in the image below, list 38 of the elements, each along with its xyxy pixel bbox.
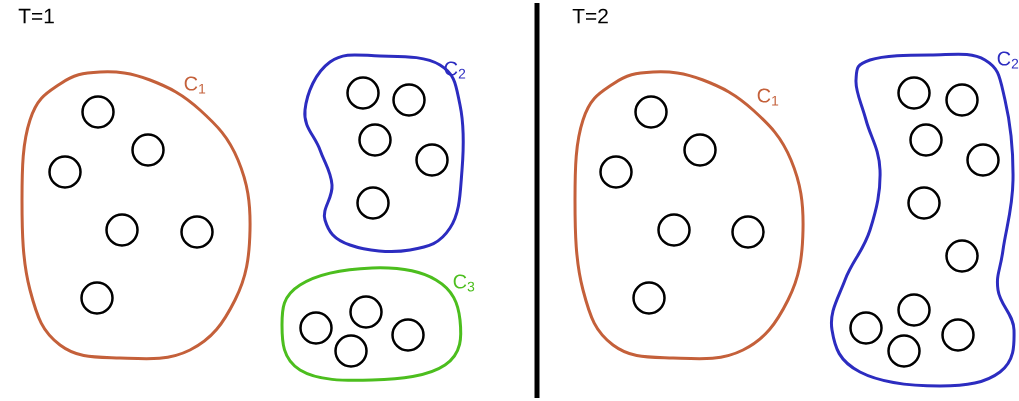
point-circle <box>966 143 1000 177</box>
point-circle <box>415 143 449 177</box>
point-circle <box>299 311 333 345</box>
time-label: T=1 <box>18 8 54 24</box>
point-circle <box>180 215 214 249</box>
time-label: T=2 <box>572 8 608 24</box>
point-circle <box>657 213 691 247</box>
cluster-outline: C$_{2}$ <box>829 51 1019 388</box>
point-circle <box>334 334 368 368</box>
cluster-outline: C$_{3}$ <box>280 266 475 382</box>
point-circle <box>131 133 165 167</box>
point-circle <box>683 133 717 167</box>
point-circle <box>634 95 668 129</box>
point-circle <box>945 239 979 273</box>
node-label: 3 <box>467 281 475 292</box>
point-circle <box>849 311 883 345</box>
point-circle <box>349 295 383 329</box>
point-circle <box>81 95 115 129</box>
point-circle <box>80 281 114 315</box>
point-circle <box>731 215 765 249</box>
point-circle <box>907 186 941 220</box>
point-circle <box>909 123 943 157</box>
point-circle <box>887 334 921 368</box>
point-circle <box>105 213 139 247</box>
point-circle <box>941 318 975 352</box>
cluster-outline: C$_{1}$ <box>20 70 252 361</box>
point-circle <box>346 76 380 110</box>
point-circle <box>358 123 392 157</box>
point-circle <box>48 155 82 189</box>
point-circle <box>897 76 931 110</box>
point-circle <box>392 83 426 117</box>
point-circle <box>632 281 666 315</box>
point-circle <box>897 293 931 327</box>
point-circle <box>356 186 390 220</box>
point-circle <box>945 83 979 117</box>
point-circle <box>391 318 425 352</box>
point-circle <box>599 155 633 189</box>
cluster-outline: C$_{1}$ <box>573 70 805 361</box>
